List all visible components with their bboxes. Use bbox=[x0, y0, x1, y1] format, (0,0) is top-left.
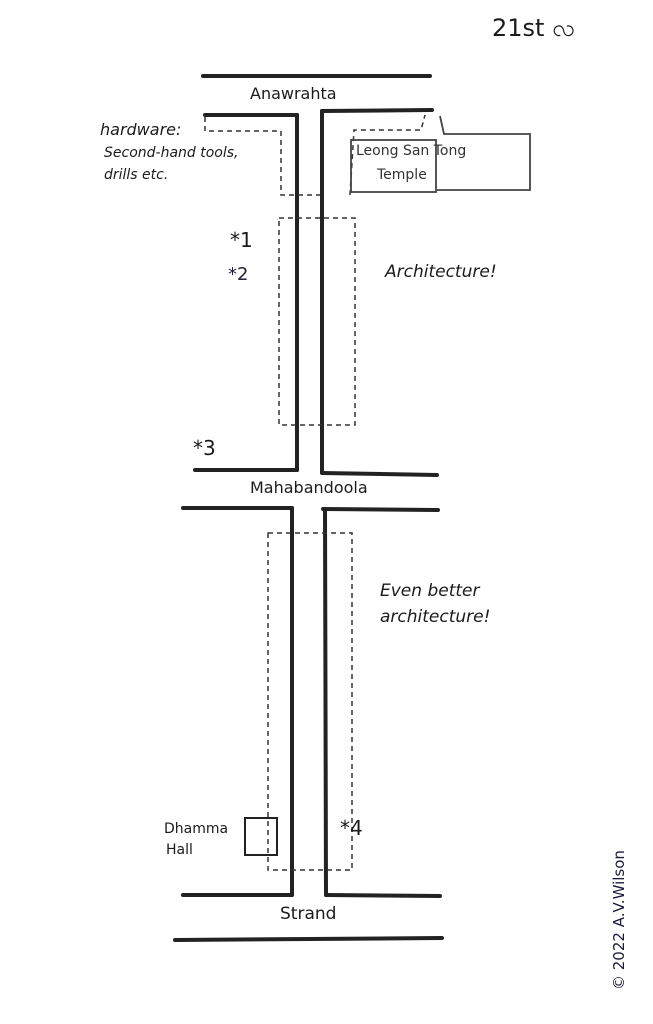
marker-4: *4 bbox=[340, 816, 363, 840]
marker-3: *3 bbox=[193, 436, 216, 460]
road-label-strand: Strand bbox=[280, 904, 337, 924]
strand-top-right bbox=[324, 893, 442, 898]
mahabandoola-bottom-right bbox=[321, 507, 440, 512]
mahabandoola-top-right bbox=[320, 471, 439, 477]
marker-1: *1 bbox=[230, 228, 253, 252]
strand-bottom-edge bbox=[173, 936, 444, 942]
copyright-signature: © 2022 A.V.Wilson bbox=[610, 850, 628, 990]
anawrahta-road-bottom-right bbox=[320, 108, 434, 113]
better-architecture-note-line2: architecture! bbox=[380, 607, 491, 627]
better-architecture-note-line1: Even better bbox=[380, 581, 480, 601]
dhamma-hall-label-line1: Dhamma bbox=[164, 821, 229, 837]
hardware-label: hardware: bbox=[100, 120, 182, 139]
road-label-anawrahta: Anawrahta bbox=[250, 84, 337, 103]
road-label-mahabandoola: Mahabandoola bbox=[250, 478, 368, 497]
temple-side-area-outline bbox=[349, 114, 426, 196]
marker-2: *2 bbox=[228, 264, 249, 285]
hardware-desc-line2: drills etc. bbox=[104, 167, 169, 183]
leong-san-tong-temple-box bbox=[350, 139, 437, 193]
temple-label-line1: Leong San Tong bbox=[356, 143, 467, 159]
architecture-note: Architecture! bbox=[385, 262, 497, 282]
temple-label-line2: Temple bbox=[377, 167, 427, 183]
architecture-area-outline bbox=[278, 217, 356, 426]
better-architecture-area-outline bbox=[267, 532, 353, 871]
street-name-label: 21st လ bbox=[492, 14, 575, 42]
dhamma-hall-box bbox=[244, 817, 278, 856]
dhamma-hall-label-line2: Hall bbox=[166, 842, 193, 858]
hardware-area-outline bbox=[204, 117, 320, 196]
hardware-desc-line1: Second-hand tools, bbox=[104, 145, 239, 161]
street-lower-right-edge bbox=[323, 507, 328, 897]
temple-grounds-outline bbox=[437, 115, 531, 191]
